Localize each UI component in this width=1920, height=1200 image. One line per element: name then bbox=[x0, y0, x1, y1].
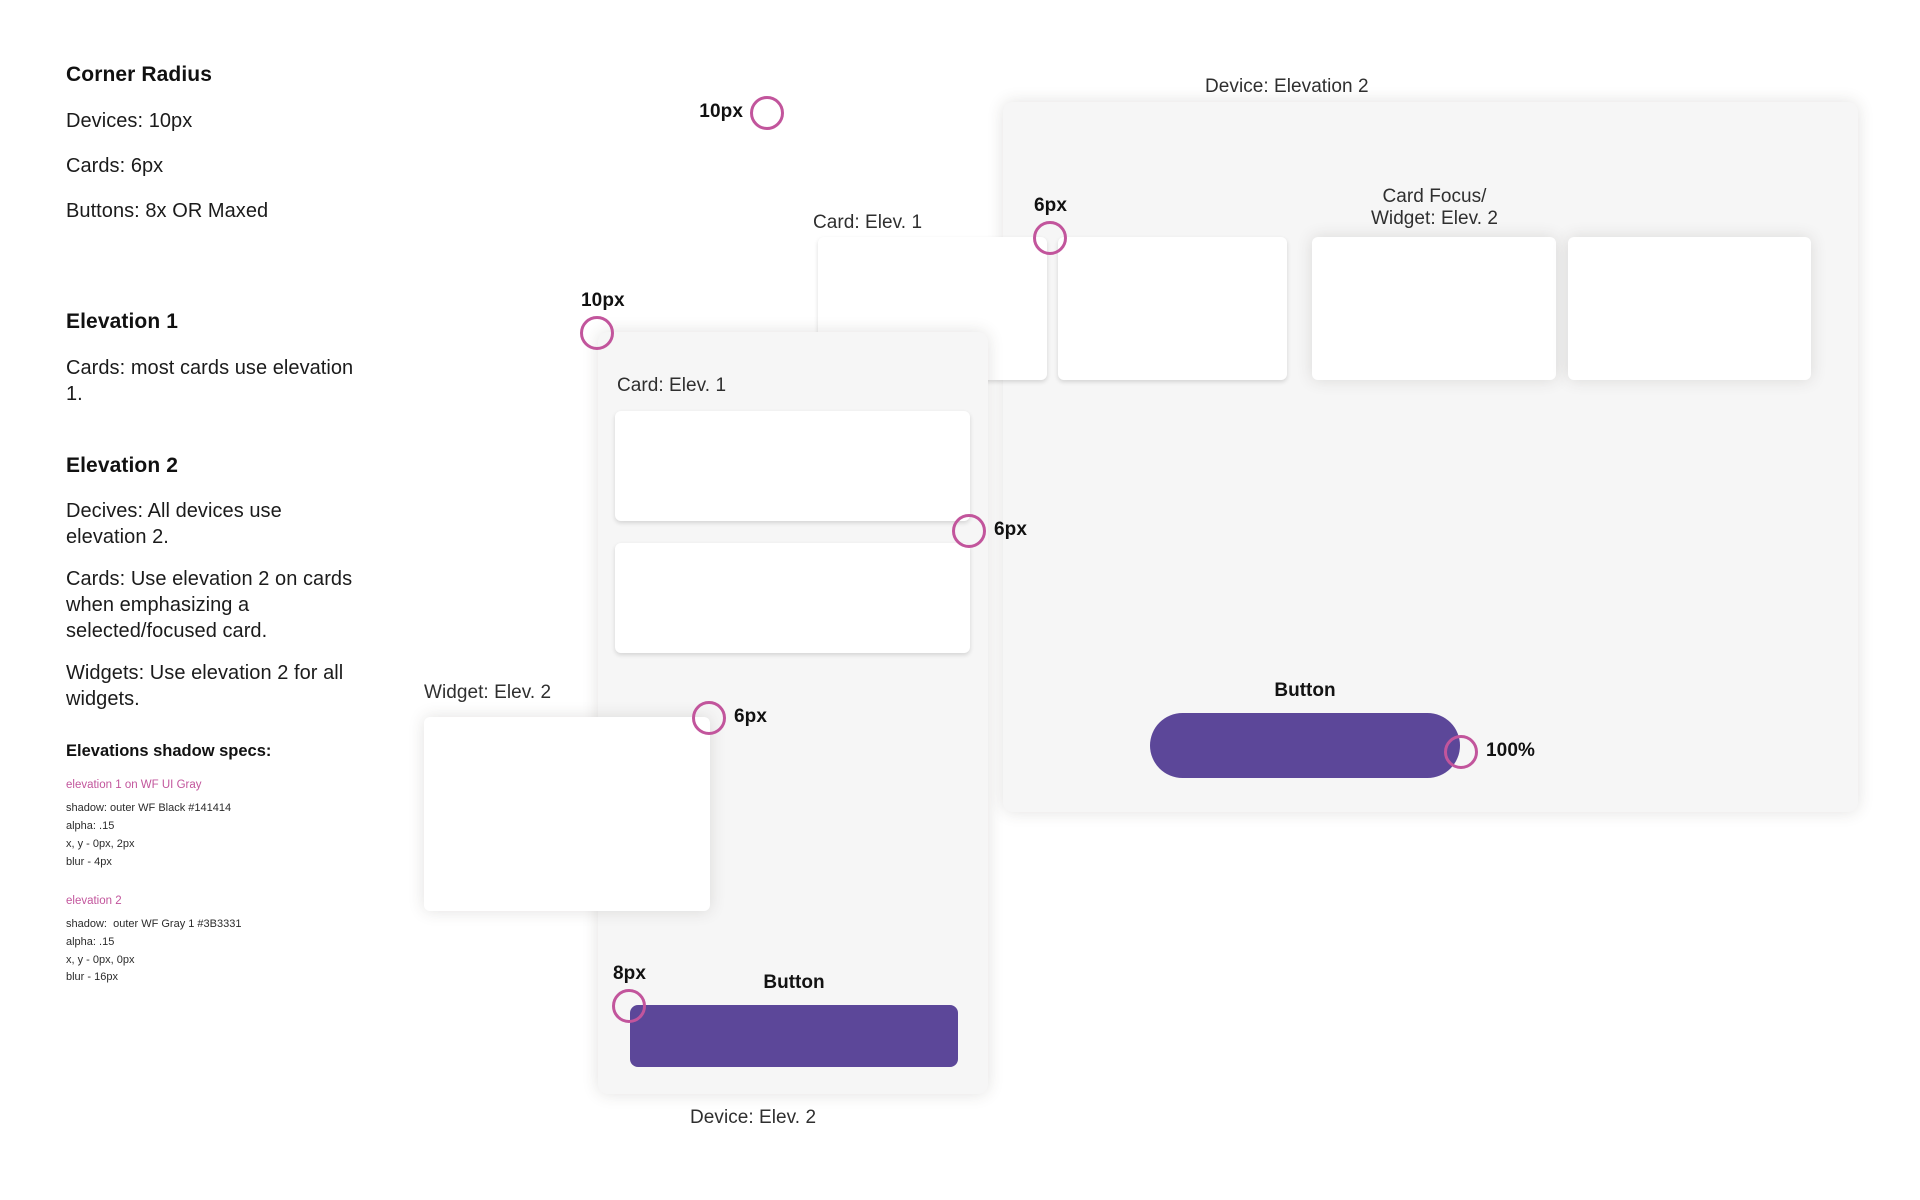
annotation-value: 6px bbox=[994, 519, 1028, 540]
elevation-2-heading: Elevation 2 bbox=[66, 453, 178, 477]
elevation-2-cards-text: Cards: Use elevation 2 on cards when emp… bbox=[66, 567, 353, 642]
pill-button[interactable] bbox=[1150, 713, 1460, 778]
elevation-1-cards-text: Cards: most cards use elevation 1. bbox=[66, 356, 354, 405]
widget-elevation-2 bbox=[424, 717, 710, 911]
annotation-value: 10px bbox=[699, 101, 743, 122]
shadow-spec-1-label: elevation 1 on WF UI Gray bbox=[66, 778, 202, 791]
corner-radius-heading: Corner Radius bbox=[66, 63, 212, 86]
card-elevation-2-a bbox=[1312, 237, 1556, 380]
corner-radius-cards: Cards: 6px bbox=[66, 155, 164, 178]
annotation-ring-icon bbox=[1444, 735, 1478, 769]
annotation-ring-icon bbox=[750, 96, 784, 130]
shadow-spec-2-alpha: alpha: .15 bbox=[66, 935, 115, 948]
device-elevation-2-bottom-label: Device: Elev. 2 bbox=[690, 1107, 817, 1128]
shadow-specs-block: Elevations shadow specs: elevation 1 on … bbox=[66, 742, 366, 988]
spacer bbox=[66, 243, 366, 309]
shadow-spec-1-alpha: alpha: .15 bbox=[66, 820, 115, 833]
card-focus-widget-label-line1: Card Focus/ bbox=[1382, 186, 1487, 207]
device-elevation-2-top bbox=[1003, 102, 1858, 812]
card-elev-1-top-label: Card: Elev. 1 bbox=[813, 212, 923, 233]
card-elevation-2-b bbox=[1568, 237, 1811, 380]
spacer bbox=[66, 423, 366, 453]
shadow-spec-elevation-2: elevation 2 shadow: outer WF Gray 1 #3B3… bbox=[66, 894, 366, 988]
shadow-spec-2-label: elevation 2 bbox=[66, 894, 122, 907]
spec-column: Corner Radius Devices: 10px Cards: 6px B… bbox=[66, 62, 366, 1009]
annotation-ring-icon bbox=[952, 514, 986, 548]
shadow-spec-2-offset: x, y - 0px, 0px bbox=[66, 953, 135, 966]
shadow-specs-title: Elevations shadow specs: bbox=[66, 741, 272, 760]
pill-button-label: Button bbox=[1274, 680, 1336, 701]
annotation-ring-icon bbox=[1033, 221, 1067, 255]
elevation-2-devices-text: Decives: All devices use elevation 2. bbox=[66, 499, 282, 548]
widget-elevation-2-label: Widget: Elev. 2 bbox=[424, 682, 552, 703]
shadow-spec-1-shadow: shadow: outer WF Black #141414 bbox=[66, 802, 232, 815]
rect-button[interactable] bbox=[630, 1005, 958, 1067]
card-focus-widget-label-line2: Widget: Elev. 2 bbox=[1370, 208, 1499, 230]
annotation-ring-icon bbox=[580, 316, 614, 350]
shadow-spec-1-blur: blur - 4px bbox=[66, 855, 112, 868]
annotation-ring-icon bbox=[612, 989, 646, 1023]
annotation-value: 100% bbox=[1486, 740, 1535, 761]
elevation-1-heading: Elevation 1 bbox=[66, 310, 178, 334]
annotation-value: 6px bbox=[734, 706, 768, 727]
corner-radius-buttons: Buttons: 8x OR Maxed bbox=[66, 200, 269, 223]
shadow-spec-2-rows: shadow: outer WF Gray 1 #3B3331 alpha: .… bbox=[66, 916, 366, 987]
elevation-2-widgets-text: Widgets: Use elevation 2 for all widgets… bbox=[66, 661, 344, 710]
shadow-spec-2-blur: blur - 16px bbox=[66, 971, 118, 984]
shadow-spec-1-rows: shadow: outer WF Black #141414 alpha: .1… bbox=[66, 800, 366, 871]
annotation-ring-icon bbox=[692, 701, 726, 735]
device-elevation-2-top-label: Device: Elevation 2 bbox=[1205, 76, 1369, 97]
rect-button-label: Button bbox=[763, 972, 825, 993]
shadow-spec-1-offset: x, y - 0px, 2px bbox=[66, 837, 135, 850]
card-elevation-1-middle-top bbox=[615, 411, 970, 521]
annotation-value: 10px bbox=[581, 290, 625, 311]
card-focus-widget-label: Card Focus/ Widget: Elev. 2 bbox=[1297, 186, 1572, 231]
shadow-spec-2-shadow: shadow: outer WF Gray 1 #3B3331 bbox=[66, 918, 242, 931]
card-elevation-1-middle-bottom bbox=[615, 543, 970, 653]
annotation-value: 6px bbox=[1034, 195, 1068, 216]
card-elev-1-middle-label: Card: Elev. 1 bbox=[617, 375, 727, 396]
shadow-spec-elevation-1: elevation 1 on WF UI Gray shadow: outer … bbox=[66, 778, 366, 872]
corner-radius-devices: Devices: 10px bbox=[66, 110, 193, 133]
card-elevation-1-b bbox=[1058, 237, 1287, 380]
annotation-value: 8px bbox=[613, 963, 647, 984]
